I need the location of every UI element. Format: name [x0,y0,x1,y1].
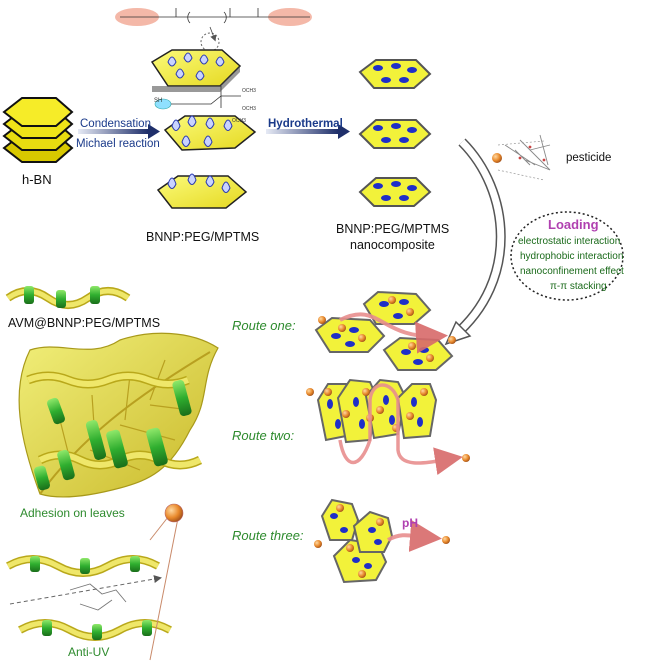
svg-text:OCH3: OCH3 [232,118,246,124]
hbn-label: h-BN [22,172,52,187]
nanocomposite-sheet-1 [358,59,432,89]
loading-cloud [510,211,624,301]
route-two-diagram [306,378,470,476]
nanocomposite-sheet-2 [358,119,432,149]
route-one-diagram [314,290,456,371]
functionalized-sheet-bottom [156,173,248,209]
svg-text:OCH3: OCH3 [242,88,256,94]
ph-label: pH [402,516,418,530]
pesticide-molecule [492,134,551,181]
loading-flow-arrow [444,138,506,346]
loading-title: Loading [548,217,599,232]
functionalized-sheet-middle: OCH3 OCH3 OCH3 [154,86,257,151]
leaf [18,332,219,498]
functionalized-sheet-top [150,49,242,92]
hbn-stack [2,97,74,163]
route-two-label: Route two: [232,428,295,443]
sh-label: SH [154,98,163,104]
adhesion-label: Adhesion on leaves [20,506,125,520]
nanocomposite-sheet-3 [358,177,432,207]
route-three-label: Route three: [232,528,304,543]
bnnp-nanocomposite-line1: BNNP:PEG/MPTMS [336,222,450,236]
anti-uv-strands [6,503,184,661]
route-three-diagram [314,498,450,584]
michael-reaction-label: Michael reaction [76,138,160,150]
anti-uv-label: Anti-UV [68,645,110,659]
pesticide-label: pesticide [566,152,612,164]
bnnp-peg-label: BNNP:PEG/MPTMS [146,230,260,244]
hydrothermal-arrow [266,124,350,139]
avm-label: AVM@BNNP:PEG/MPTMS [8,316,161,330]
condensation-arrow [78,124,160,139]
loading-item-4: π-π stacking [550,281,607,292]
loading-item-1: electrostatic interaction [518,236,621,247]
peg-molecule [115,8,312,52]
svg-text:OCH3: OCH3 [242,106,256,112]
loading-item-3: nanoconfinement effect [520,266,624,277]
hydrothermal-label: Hydrothermal [268,118,343,130]
loading-item-2: hydrophobic interaction [520,251,624,262]
condensation-label: Condensation [80,118,151,130]
avm-strand [5,286,131,309]
bnnp-nanocomposite-line2: nanocomposite [350,238,435,252]
route-one-label: Route one: [232,318,296,333]
